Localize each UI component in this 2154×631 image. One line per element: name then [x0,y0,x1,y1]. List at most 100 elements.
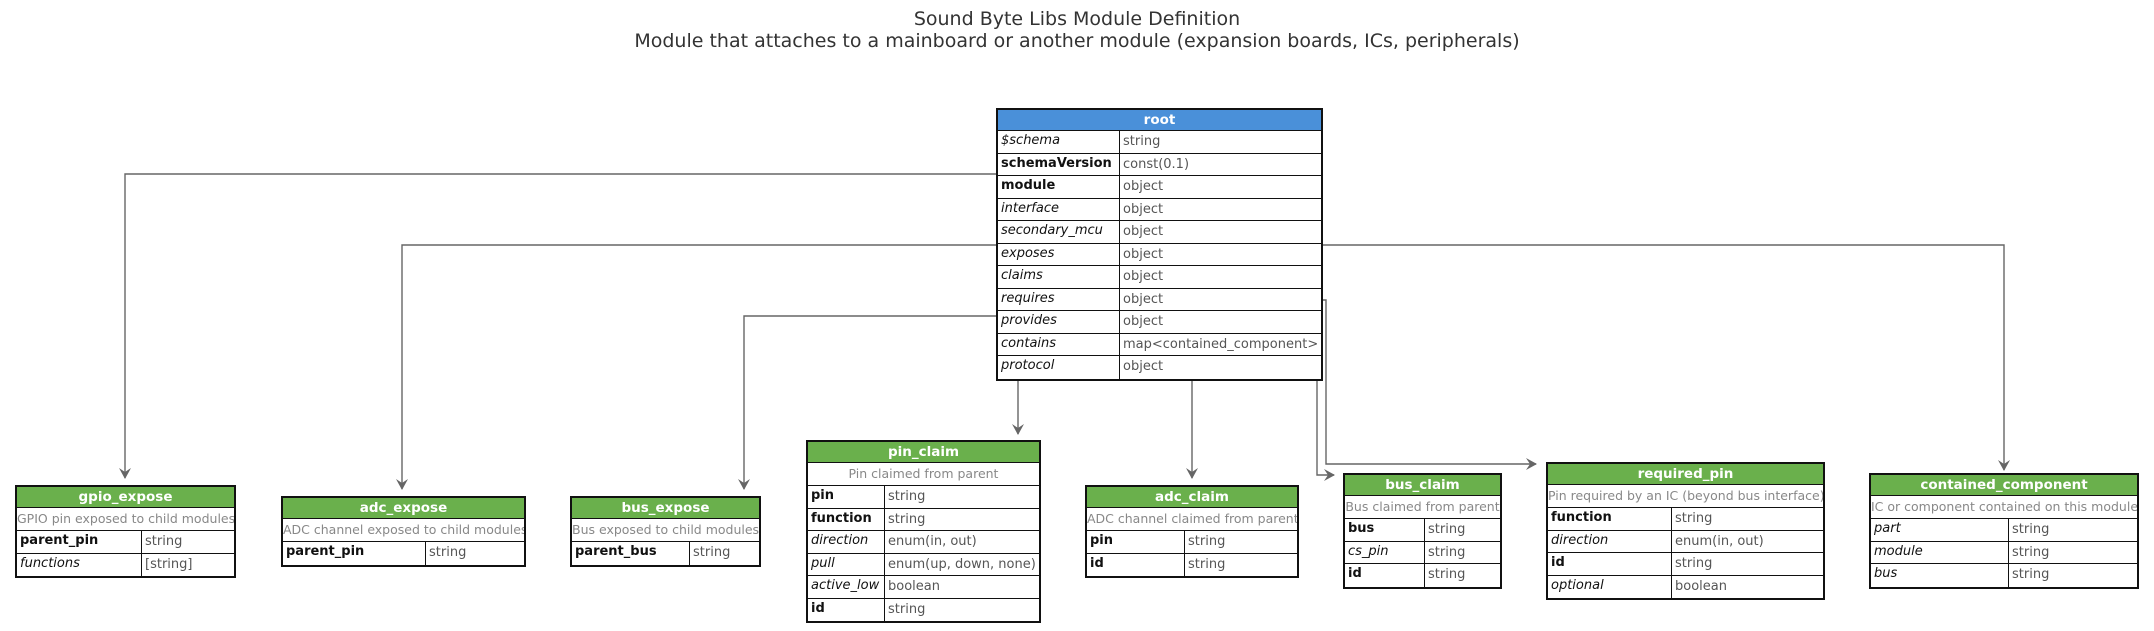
field-type: object [1123,359,1164,374]
field-name: secondary_mcu [998,221,1120,243]
field-name: provides [998,311,1120,333]
field-type: string [1123,134,1161,149]
field-name: functions [17,553,142,576]
field-type: enum(in, out) [888,534,977,549]
table-header: adc_claim [1087,487,1297,508]
diagram-title: Sound Byte Libs Module Definition [913,8,1241,30]
table-header: required_pin [1548,464,1823,485]
field-type: const(0.1) [1123,156,1190,172]
edge-root-contained_component [1321,244,2010,471]
field-type: string [693,545,731,560]
field-type: string [1188,556,1226,572]
field-type: string [2012,522,2050,537]
edge-root-required_pin [1321,299,1537,470]
field-type: string [1428,522,1466,537]
field-name: protocol [998,356,1120,379]
diagram-subtitle: Module that attaches to a mainboard or a… [634,30,1520,52]
field-name: pin [808,486,885,508]
field-name: pull [808,553,885,575]
field-type: string [1428,544,1466,560]
field-type: object [1123,224,1164,239]
diagram-title-block: Sound Byte Libs Module Definition Module… [0,8,2154,52]
table-header: adc_expose [283,498,524,519]
field-type: object [1123,246,1164,262]
root-table-header: root [998,110,1321,131]
table-header: contained_component [1871,475,2137,496]
field-type: boolean [1675,578,1727,594]
field-name: module [1871,541,2009,563]
field-type: string [888,489,926,504]
field-name: function [808,508,885,530]
table-description: GPIO pin exposed to child modules [17,508,234,531]
field-name: id [808,598,885,621]
field-name: pin [1087,531,1185,553]
table-header: pin_claim [808,442,1039,463]
field-type: enum(in, out) [1675,533,1764,549]
field-name: function [1548,508,1672,530]
field-type: object [1123,291,1164,307]
table-description: ADC channel claimed from parent [1087,508,1297,531]
field-name: id [1087,553,1185,576]
field-row: functions[string] [17,553,234,576]
field-name: id [1548,553,1672,575]
field-name: id [1345,564,1425,587]
field-type: string [1428,567,1466,582]
field-name: part [1871,519,2009,541]
field-name: parent_pin [283,542,426,565]
table-description: ADC channel exposed to child modules [283,519,524,542]
table-header: bus_expose [572,498,759,519]
field-type: string [2012,567,2050,582]
field-name: interface [998,198,1120,220]
field-name: active_low [808,576,885,598]
field-name: cs_pin [1345,541,1425,563]
field-name: schemaVersion [998,153,1120,175]
field-type: string [1675,556,1713,571]
field-type: string [429,545,467,560]
field-name: module [998,176,1120,198]
field-name: direction [1548,530,1672,552]
table-header: gpio_expose [17,487,234,508]
field-name: bus [1871,564,2009,587]
field-type: boolean [888,579,940,594]
field-type: enum(up, down, none) [888,556,1036,572]
field-name: requires [998,288,1120,310]
field-type: string [2012,544,2050,560]
field-type: string [888,601,926,617]
field-name: contains [998,333,1120,355]
field-name: parent_bus [572,542,690,565]
field-name: exposes [998,243,1120,265]
field-type: string [145,534,183,549]
